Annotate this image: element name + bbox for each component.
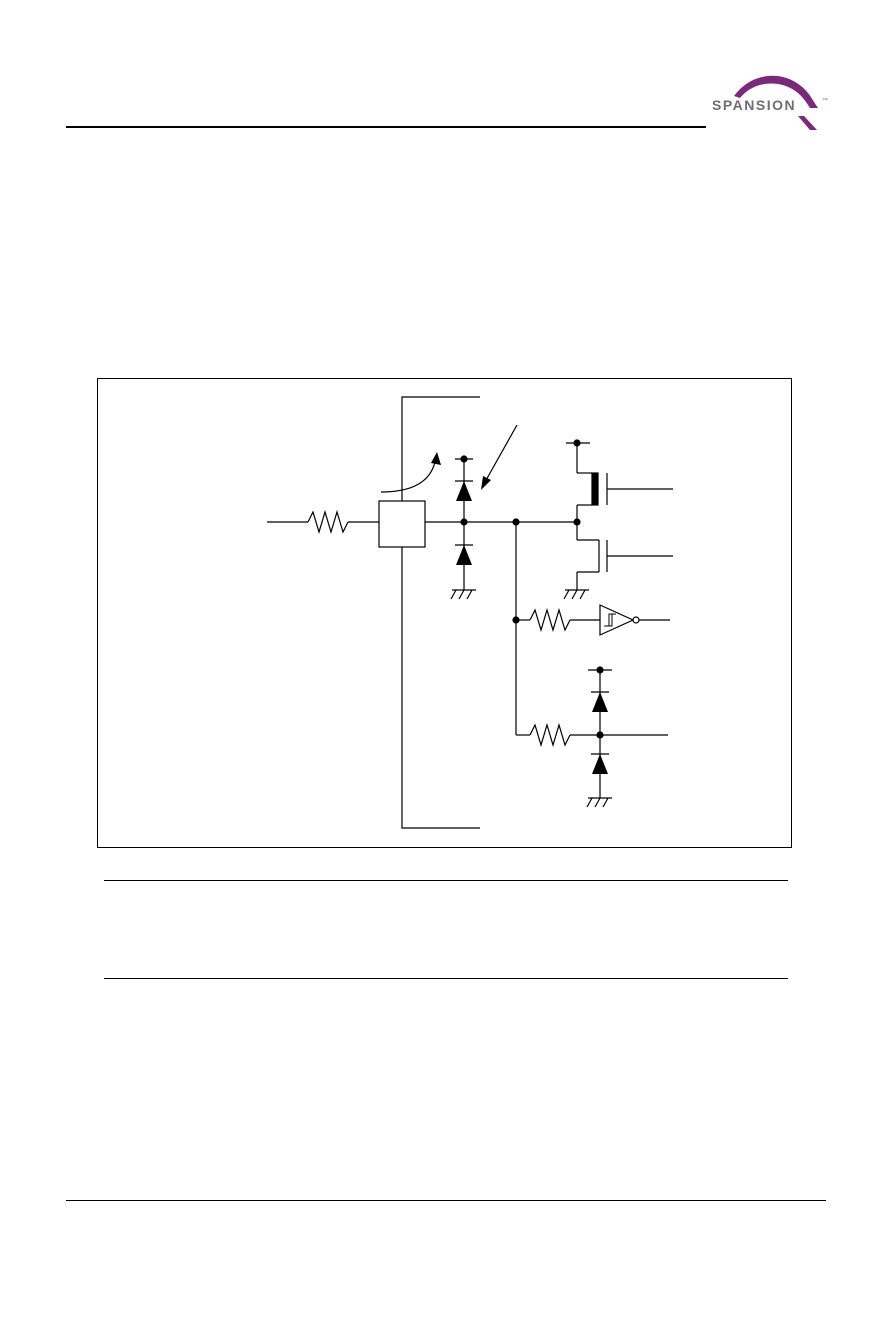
- figure-frame: [97, 378, 792, 848]
- schmitt-resistor: [529, 607, 571, 633]
- inverter-bubble-icon: [632, 616, 640, 624]
- chip-boundary: [401, 396, 480, 829]
- pmos-channel: [591, 472, 599, 506]
- ground-1-hatch-c: [466, 589, 473, 600]
- analog-diode-up-icon: [592, 692, 608, 712]
- analog-node-dot: [596, 731, 604, 739]
- logo-tail-icon: [798, 116, 817, 130]
- current-arrowhead-icon: [431, 452, 441, 465]
- logo-trademark: ™: [822, 97, 828, 104]
- ground-3-hatch-c: [602, 797, 609, 808]
- ground-2-hatch-a: [563, 589, 570, 600]
- table-bottom-rule: [104, 978, 788, 979]
- ground-3-hatch-b: [594, 797, 601, 808]
- spansion-logo: SPANSION ™: [712, 75, 828, 130]
- input-resistor: [307, 509, 349, 535]
- ground-1-hatch-a: [450, 589, 457, 600]
- logo-wordmark: SPANSION: [712, 97, 796, 113]
- ground-2-hatch-b: [571, 589, 578, 600]
- schmitt-buffer-icon: [599, 604, 635, 636]
- ground-2-hatch-c: [579, 589, 586, 600]
- ground-3-hatch-a: [586, 797, 593, 808]
- pad-box: [378, 500, 426, 548]
- analog-diode-down-icon: [592, 754, 608, 774]
- header-rule: [66, 126, 706, 128]
- pointer-arrowhead-icon: [481, 476, 491, 490]
- table-top-rule: [104, 880, 788, 881]
- vcc-node-dot: [460, 455, 468, 463]
- current-curve-arrow: [380, 461, 436, 493]
- analog-resistor: [529, 722, 571, 748]
- pointer-arrow-line: [484, 424, 518, 483]
- driver-node-dot: [573, 518, 581, 526]
- diode-up-icon: [456, 481, 472, 501]
- hysteresis-icon-2: [607, 613, 616, 627]
- footer-rule: [66, 1200, 826, 1201]
- diode-down-icon: [456, 545, 472, 565]
- logo-swoosh-icon: [734, 75, 818, 108]
- circuit-diagram: [267, 396, 673, 829]
- pad-node-dot: [460, 518, 468, 526]
- ground-1-hatch-b: [458, 589, 465, 600]
